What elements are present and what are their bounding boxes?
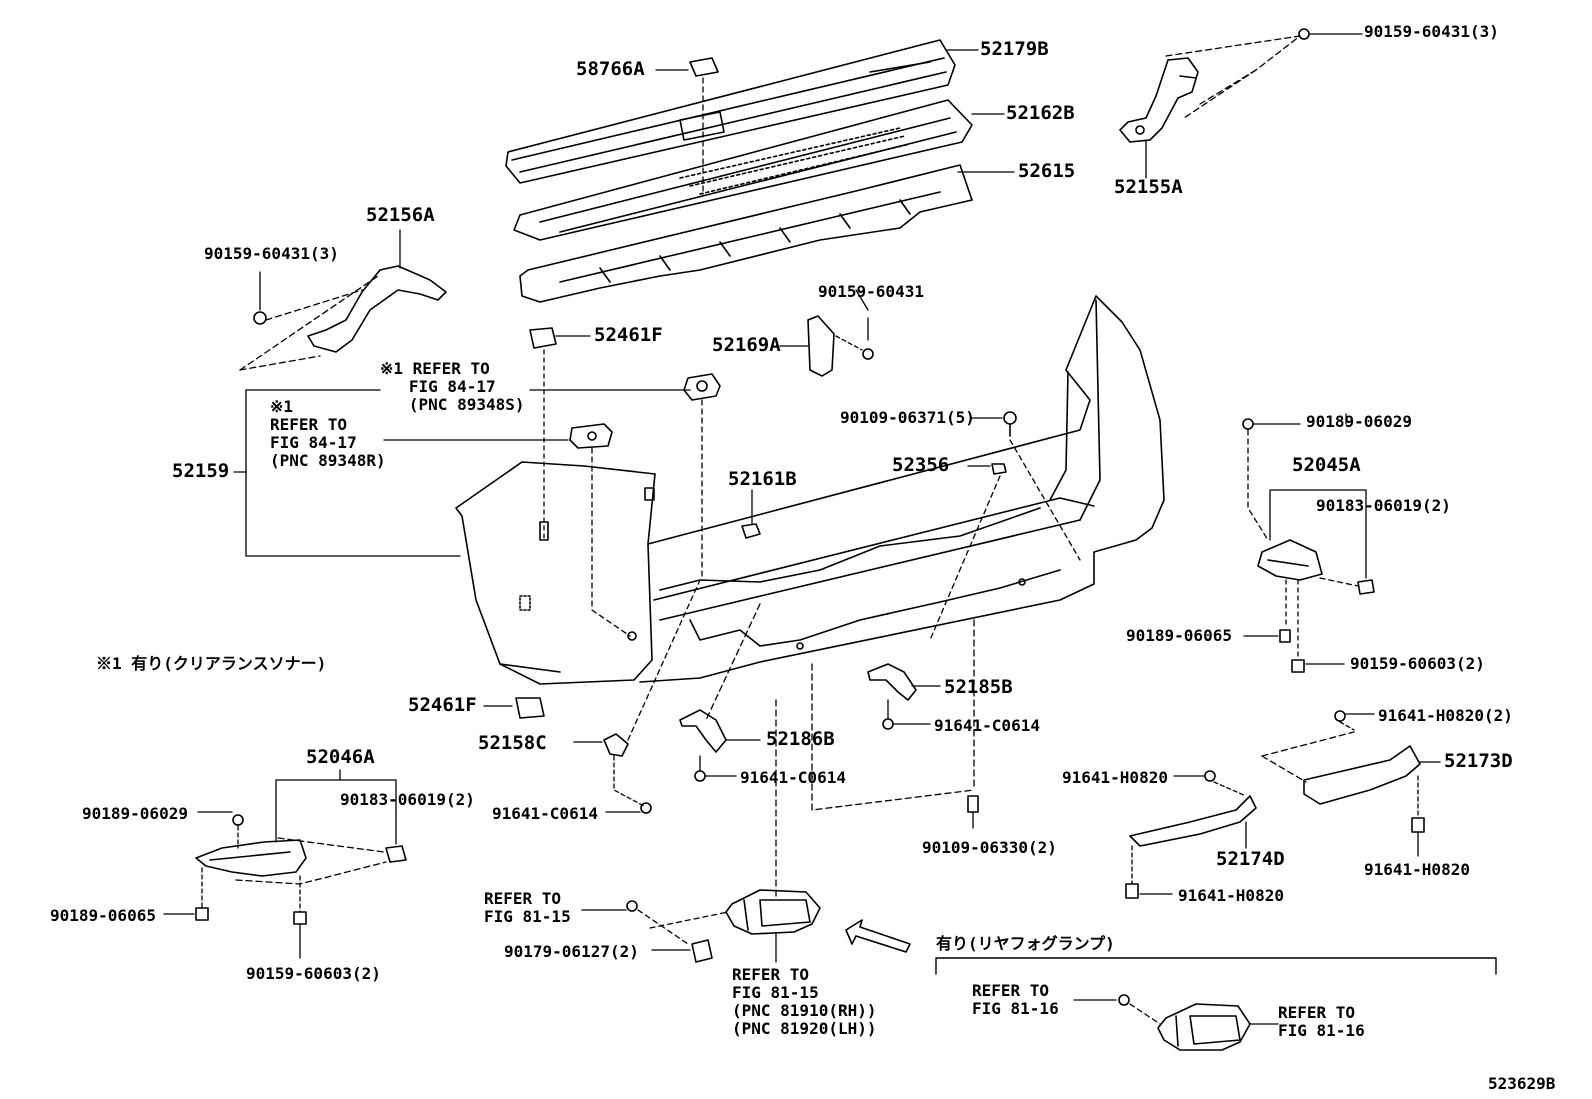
part-52461f-bottom-label: 52461F [408,694,477,716]
sonar-sensor-upper-drawing [683,373,721,581]
fastener-90183-06019-2-left-label: 90183-06019(2) [340,790,475,809]
fastener-91641-c0614-a-label: 91641-C0614 [934,716,1040,735]
fog-lamp-reference-left: REFER TO FIG 81-16 [972,981,1059,1018]
fastener-91641-h0820-a-label: 91641-H0820 [1062,768,1168,787]
bracket-52155a-drawing [1119,28,1363,179]
fastener-90159-60431-3-top-label: 90159-60431(3) [1364,22,1499,41]
fastener-90189-06065-left-label: 90189-06065 [50,906,156,925]
bracket-52045a-drawing [1242,418,1375,673]
pad-52461f-top-drawing [529,327,591,541]
fastener-90109-06371-5-label: 90109-06371(5) [840,408,975,427]
part-52179b-label: 52179B [980,38,1049,60]
part-52045a-label: 52045A [1292,454,1361,476]
guide-lines-bumper-lower [705,603,975,901]
bracket-52185b-drawing [867,663,941,730]
fastener-90179-06127-2-label: 90179-06127(2) [504,942,639,961]
part-52156a-label: 52156A [366,204,435,226]
part-52185b-label: 52185B [944,676,1013,698]
fog-lamp-reference-right: REFER TO FIG 81-16 [1278,1003,1365,1040]
part-52162b-label: 52162B [1006,102,1075,124]
screw-90109-06330-drawing [967,795,979,829]
screw-90109-06371-drawing [929,411,1081,641]
part-52356-label: 52356 [892,454,950,476]
fastener-91641-h0820-b-label: 91641-H0820 [1364,860,1470,879]
part-58766a-label: 58766A [576,58,645,80]
cover-52173d-drawing [1261,710,1441,857]
bracket-52158c-drawing [573,579,701,814]
fastener-91641-c0614-b-label: 91641-C0614 [740,768,846,787]
clip-52161b-drawing [741,489,761,539]
part-52155a-label: 52155A [1114,176,1183,198]
clip-52169a-drawing [779,315,874,377]
sonar-reference-89348r: ※1 REFER TO FIG 84-17 (PNC 89348R) [270,397,386,470]
fastener-90189-06065-right-label: 90189-06065 [1126,626,1232,645]
part-52615-label: 52615 [1018,160,1076,182]
fog-lamp-option-note: 有り(リヤフォグランプ) [936,934,1115,953]
sonar-sensor-lower-drawing [569,423,631,637]
fastener-90159-60431-3-left-label: 90159-60431(3) [204,244,339,263]
part-52158c-label: 52158C [478,732,547,754]
part-52046a-label: 52046A [306,746,375,768]
retainer-52162b-drawing [513,99,973,241]
retainer-52179b-drawing [505,39,956,184]
reflector-reference-fig81-15: REFER TO FIG 81-15 [484,889,571,926]
part-52186b-label: 52186B [766,728,835,750]
fastener-90183-06019-2-right-label: 90183-06019(2) [1316,496,1451,515]
misc-leaders [483,289,1347,719]
sonar-reference-89348s: ※1 REFER TO FIG 84-17 (PNC 89348S) [380,359,525,414]
bracket-52156a-drawing [239,229,447,371]
reflector-reference-pnc-81910: REFER TO FIG 81-15 (PNC 81910(RH)) (PNC … [732,965,877,1038]
bracket-52186b-drawing [679,709,761,782]
fastener-90159-60431-label: 90159-60431 [818,282,924,301]
part-52159-label: 52159 [172,460,230,482]
part-52161b-label: 52161B [728,468,797,490]
fastener-91641-h0820-2-label: 91641-H0820(2) [1378,706,1513,725]
part-52461f-top-label: 52461F [594,324,663,346]
part-52174d-label: 52174D [1216,848,1285,870]
fog-lamp-option-bracket [935,957,1497,975]
sonar-option-note: ※1 有り(クリアランスソナー) [96,654,327,673]
part-52169a-label: 52169A [712,334,781,356]
absorber-52615-drawing [519,164,973,303]
fog-lamp-drawing [1073,994,1279,1051]
fastener-90109-06330-2-label: 90109-06330(2) [922,838,1057,857]
fastener-90159-60603-2-right-label: 90159-60603(2) [1350,654,1485,673]
fastener-90189-06029-right-label: 90189-06029 [1306,412,1412,431]
bracket-52046a-drawing [163,769,407,959]
cover-52174d-drawing [1125,770,1257,899]
fastener-90189-06029-left-label: 90189-06029 [82,804,188,823]
fastener-90159-60603-2-left-label: 90159-60603(2) [246,964,381,983]
bumper-leader-box [233,389,691,557]
fastener-91641-c0614-c-label: 91641-C0614 [492,804,598,823]
spacer-58766a-drawing [689,57,719,77]
part-52173d-label: 52173D [1444,750,1513,772]
fastener-91641-h0820-c-label: 91641-H0820 [1178,886,1284,905]
reflector-lamp-drawing [581,889,821,963]
diagram-id-label: 523629B [1488,1074,1556,1093]
direction-arrow [845,919,911,953]
leader-lines-top [655,49,1015,197]
